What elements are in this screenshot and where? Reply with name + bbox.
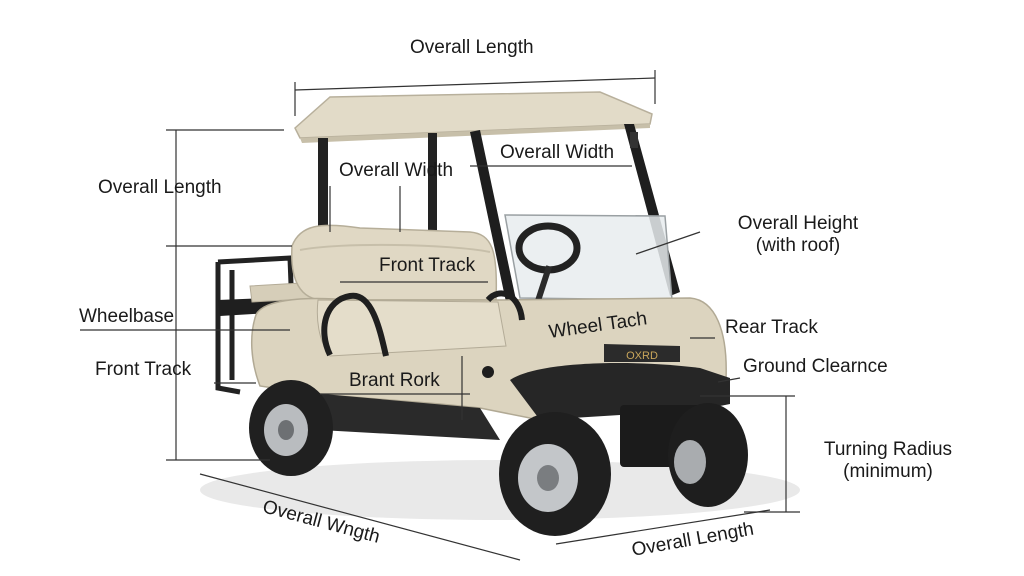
label-top-overall-length: Overall Length <box>410 37 534 58</box>
steering-wheel <box>515 222 581 302</box>
front-left-wheel <box>499 412 611 536</box>
label-rear-track: Rear Track <box>725 317 818 338</box>
label-overall-height-title: Overall Height <box>737 213 859 234</box>
seat-bottom <box>316 299 507 357</box>
label-front-track-left: Front Track <box>95 359 192 380</box>
dimension-lines <box>80 70 800 561</box>
label-roof-overall-width: Overall Width <box>500 142 615 163</box>
label-front-track-seat: Front Track <box>379 255 476 276</box>
floorboard <box>300 392 500 440</box>
badge-text: OXRD <box>626 350 658 362</box>
label-wheelbase: Wheelbase <box>79 306 175 327</box>
label-brant-rork: Brant Rork <box>349 370 440 391</box>
hip-restraint <box>321 292 389 357</box>
badge-plate <box>604 344 680 362</box>
seat-back <box>291 224 498 301</box>
label-seat-overall-width: Overall Width <box>339 160 454 181</box>
ground-shadow <box>200 460 800 520</box>
label-overall-height: Overall Height (with roof) <box>718 213 878 257</box>
label-turning-radius-note: (minimum) <box>843 460 933 482</box>
label-ground-clearance: Ground Clearnce <box>743 356 888 377</box>
label-turning-radius: Turning Radius (minimum) <box>808 439 968 483</box>
label-left-overall-length: Overall Length <box>98 177 222 198</box>
label-turning-radius-title: Turning Radius <box>823 439 953 460</box>
headlight <box>482 366 494 378</box>
label-overall-height-note: (with roof) <box>755 234 841 256</box>
rear-left-wheel <box>249 380 333 476</box>
front-right-wheel <box>668 403 748 507</box>
rear-roof-supports <box>318 133 437 248</box>
